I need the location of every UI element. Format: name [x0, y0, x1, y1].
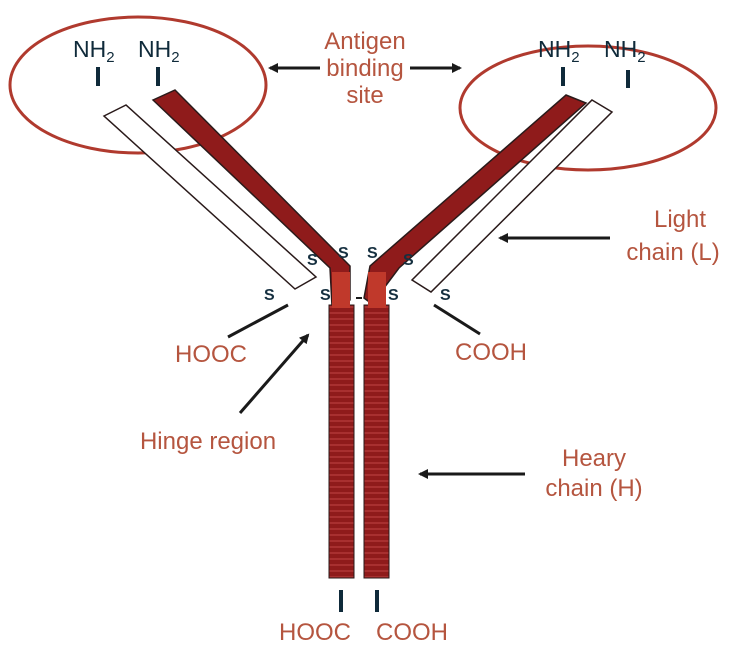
antigen-label-line2: binding: [326, 55, 403, 82]
hinge-right-red: [368, 272, 386, 308]
disulfide-s-1: S: [307, 252, 318, 269]
nh2-label-left-2: NH2: [138, 36, 180, 66]
heavy-chain-stem-left: [328, 304, 355, 579]
heavy-chain-stem-right: [363, 304, 390, 579]
disulfide-s-8: S: [440, 287, 451, 304]
arrow-hinge: [238, 333, 310, 414]
hinge-left-red: [332, 272, 350, 308]
light-chain-right: [410, 99, 614, 293]
antigen-binding-ellipse-left: [8, 15, 268, 155]
disulfide-s-7: S: [388, 287, 399, 304]
heavy-chain-right: [363, 94, 588, 306]
pointer-hooc-left: [227, 303, 289, 339]
antigen-binding-ellipse-right: [458, 44, 718, 172]
light-chain-label-line2: chain (L): [626, 239, 719, 266]
disulfide-s-5: S: [264, 287, 275, 304]
heavy-chain-label-line1: Heary: [562, 445, 626, 472]
nh2-label-right-2: NH2: [604, 36, 646, 66]
disulfide-s-4: S: [403, 252, 414, 269]
light-chain-label-line1: Light: [654, 206, 706, 233]
cooh-right-label: COOH: [455, 339, 527, 366]
disulfide-s-6: S: [320, 287, 331, 304]
heavy-chain-label-line2: chain (H): [545, 475, 642, 502]
light-chain-left: [102, 104, 318, 290]
antigen-label-line1: Antigen: [324, 28, 405, 55]
hooc-left-label: HOOC: [175, 341, 247, 368]
nh2-label-left-1: NH2: [73, 36, 115, 66]
hinge-region-label: Hinge region: [140, 428, 276, 455]
pointer-cooh-right: [433, 303, 481, 336]
nh2-label-right-1: NH2: [538, 36, 580, 66]
hooc-bottom-label: HOOC: [279, 619, 351, 646]
cooh-bottom-label: COOH: [376, 619, 448, 646]
antigen-label-line3: site: [346, 82, 383, 109]
disulfide-s-3: S: [367, 245, 378, 262]
heavy-chain-left: [151, 89, 351, 308]
disulfide-s-2: S: [338, 245, 349, 262]
